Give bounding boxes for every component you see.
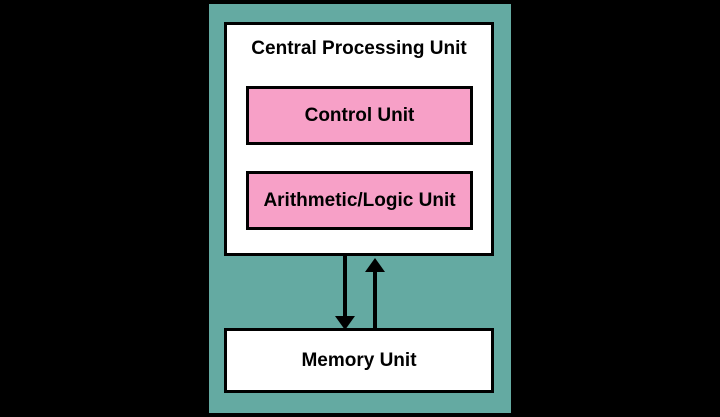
cpu-title: Central Processing Unit xyxy=(251,38,467,59)
memory-unit-box: Memory Unit xyxy=(224,328,494,393)
arithmetic-logic-unit-box: Arithmetic/Logic Unit xyxy=(246,171,473,230)
memory-unit-label: Memory Unit xyxy=(301,349,417,371)
control-unit-box: Control Unit xyxy=(246,86,473,145)
arithmetic-logic-unit-label: Arithmetic/Logic Unit xyxy=(263,189,456,211)
cpu-box: Central Processing Unit Control Unit Ari… xyxy=(224,22,494,256)
control-unit-label: Control Unit xyxy=(304,104,415,126)
